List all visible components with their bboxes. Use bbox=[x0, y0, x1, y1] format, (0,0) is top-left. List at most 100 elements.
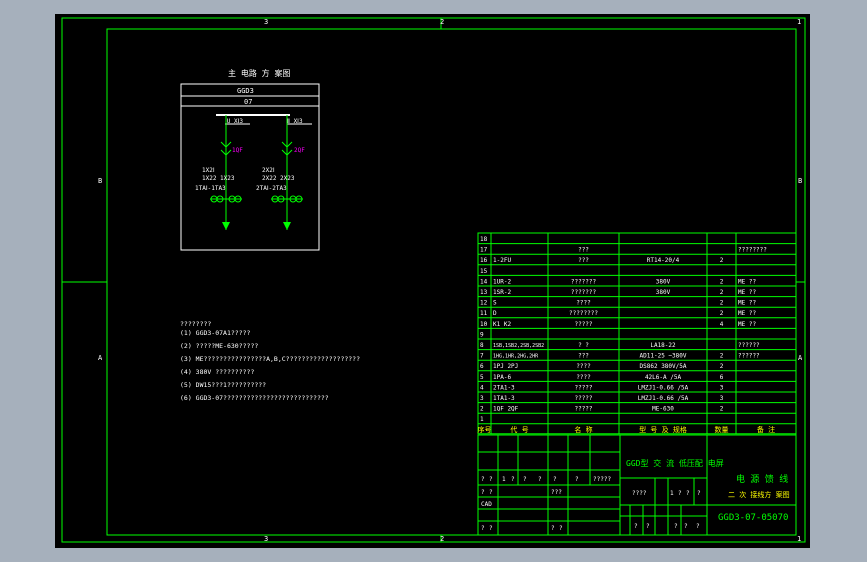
parts-cell-no: 6 bbox=[480, 363, 484, 370]
parts-cell-spec: 380V bbox=[656, 278, 671, 285]
scheme-box bbox=[180, 83, 320, 251]
right-breaker-tag: 2QF bbox=[294, 147, 305, 154]
parts-cell-remark: ME ?? bbox=[738, 300, 756, 307]
parts-cell-name: ???? bbox=[576, 374, 591, 381]
tb-cell: ? bbox=[575, 476, 579, 483]
parts-header-spec: 型 号 及 规格 bbox=[639, 425, 687, 434]
parts-cell-code: 1UR-2 bbox=[493, 278, 511, 285]
parts-cell-remark: ME ?? bbox=[738, 278, 756, 285]
tb-cell: ? bbox=[489, 489, 493, 496]
parts-cell-no: 13 bbox=[480, 289, 488, 296]
parts-cell-qty: 3 bbox=[720, 395, 724, 402]
note-item: (6) GGD3-07??????????????????????????? bbox=[180, 394, 329, 402]
parts-cell-spec: 380V bbox=[656, 289, 671, 296]
drawing-number: GGD3-07-05070 bbox=[718, 513, 788, 523]
zone-right-b: B bbox=[798, 177, 802, 185]
tb-bottom-cell: ? bbox=[634, 523, 638, 530]
zone-bottom-1: 1 bbox=[797, 535, 801, 543]
parts-cell-code: 1HG,1HR,2HG,2HR bbox=[493, 354, 539, 360]
tb-cell: ? bbox=[559, 525, 563, 532]
main-circuit-scheme: 主 电路 方 案图 GGD3 07 ⅠU XⅠ3 Ⅱ XⅠ3 1QF 1X2Ⅰ … bbox=[180, 68, 320, 251]
left-terminal-1: 1X2Ⅰ bbox=[202, 167, 215, 174]
parts-cell-name: ????? bbox=[574, 321, 592, 328]
parts-cell-name: ???? bbox=[576, 300, 591, 307]
parts-cell-spec: LMZJ1-0.66 /5A bbox=[638, 384, 689, 391]
parts-header-name: 名 称 bbox=[574, 425, 592, 434]
tb-mid-cell: ? bbox=[697, 490, 701, 497]
parts-cell-no: 14 bbox=[480, 278, 488, 285]
outer-frame bbox=[61, 17, 806, 543]
parts-cell-name: ???? bbox=[576, 363, 591, 370]
zone-right-a: A bbox=[798, 354, 803, 362]
notes-heading: ???????? bbox=[180, 320, 211, 328]
parts-cell-spec: RT14-20/4 bbox=[647, 257, 680, 264]
right-ct-symbol bbox=[271, 195, 303, 203]
note-item: (1) GGD3-07A1????? bbox=[180, 329, 251, 337]
parts-cell-qty: 2 bbox=[720, 363, 724, 370]
parts-cell-no: 4 bbox=[480, 384, 484, 391]
zone-top-2: 2 bbox=[440, 18, 444, 26]
parts-cell-spec: AD11-25 ~380V bbox=[640, 353, 687, 360]
tb-bottom-cell: ? bbox=[674, 523, 678, 530]
parts-header-remark: 备 注 bbox=[757, 425, 775, 434]
parts-cell-qty: 2 bbox=[720, 406, 724, 413]
parts-cell-name: ??????? bbox=[571, 278, 597, 285]
tb-cell: ? bbox=[538, 476, 542, 483]
parts-cell-code: 1PA-6 bbox=[493, 374, 511, 381]
parts-cell-qty: 2 bbox=[720, 353, 724, 360]
tb-cell: ? bbox=[523, 476, 527, 483]
tb-cad-label: CAD bbox=[481, 501, 492, 508]
parts-cell-no: 12 bbox=[480, 300, 488, 307]
parts-cell-qty: 4 bbox=[720, 321, 724, 328]
zone-bottom-3: 3 bbox=[264, 535, 268, 543]
tb-mid-cell: ???? bbox=[632, 490, 647, 497]
parts-cell-no: 10 bbox=[480, 321, 488, 328]
parts-cell-qty: 2 bbox=[720, 278, 724, 285]
parts-cell-no: 5 bbox=[480, 374, 484, 381]
tb-mid-cell: ? bbox=[686, 490, 690, 497]
left-arrow-icon bbox=[222, 222, 230, 230]
parts-cell-name: ? ? bbox=[578, 342, 589, 349]
parts-cell-no: 2 bbox=[480, 406, 484, 413]
parts-cell-no: 9 bbox=[480, 331, 484, 338]
parts-cell-no: 11 bbox=[480, 310, 488, 317]
parts-cell-spec: ME-630 bbox=[652, 406, 674, 413]
parts-cell-code: 1PJ 2PJ bbox=[493, 363, 518, 370]
tb-cell: ? bbox=[481, 489, 485, 496]
zone-top-3: 3 bbox=[264, 18, 268, 26]
right-terminal-1: 2X2Ⅰ bbox=[262, 167, 275, 174]
right-arrow-icon bbox=[283, 222, 291, 230]
parts-cell-no: 16 bbox=[480, 257, 488, 264]
parts-cell-qty: 3 bbox=[720, 384, 724, 391]
parts-cell-name: ???????? bbox=[569, 310, 598, 317]
parts-cell-code: 2TA1-3 bbox=[493, 384, 515, 391]
tb-cell: ? bbox=[551, 525, 555, 532]
note-item: (5) DW15???1?????????? bbox=[180, 381, 266, 389]
parts-cell-code: 1QF 2QF bbox=[493, 406, 519, 413]
parts-cell-name: ??????? bbox=[571, 289, 597, 296]
left-breaker-symbol bbox=[220, 141, 232, 148]
left-breaker-tag: 1QF bbox=[232, 147, 243, 154]
parts-cell-remark: ???????? bbox=[738, 247, 767, 254]
parts-header-no: 序号 bbox=[478, 425, 492, 434]
parts-cell-qty: 2 bbox=[720, 257, 724, 264]
tb-cell: 1 bbox=[502, 476, 506, 483]
tb-bottom-cell: ? bbox=[684, 523, 688, 530]
parts-cell-no: 15 bbox=[480, 268, 488, 275]
parts-header-qty: 数量 bbox=[715, 425, 729, 434]
bus-left-label: ⅠU XⅠ3 bbox=[225, 118, 243, 125]
scheme-model: GGD3 bbox=[237, 87, 254, 95]
parts-cell-no: 8 bbox=[480, 342, 484, 349]
parts-cell-name: ????? bbox=[574, 395, 592, 402]
title-block: GGD型 交 流 低压配 电屏 电 源 馈 线 二 次 接线方 案图 GGD3-… bbox=[477, 434, 797, 536]
tb-cell: ? bbox=[511, 476, 515, 483]
product-line: GGD型 交 流 低压配 电屏 bbox=[626, 458, 724, 468]
scheme-number: 07 bbox=[244, 98, 252, 106]
parts-cell-code: K1 K2 bbox=[493, 321, 511, 328]
parts-cell-name: ????? bbox=[574, 406, 592, 413]
parts-cell-name: ??? bbox=[578, 257, 589, 264]
bus-right-label: Ⅱ XⅠ3 bbox=[287, 118, 303, 125]
parts-cell-spec: 42L6-A /5A bbox=[645, 374, 682, 381]
zone-bottom-2: 2 bbox=[440, 535, 444, 543]
parts-cell-no: 1 bbox=[480, 416, 484, 423]
